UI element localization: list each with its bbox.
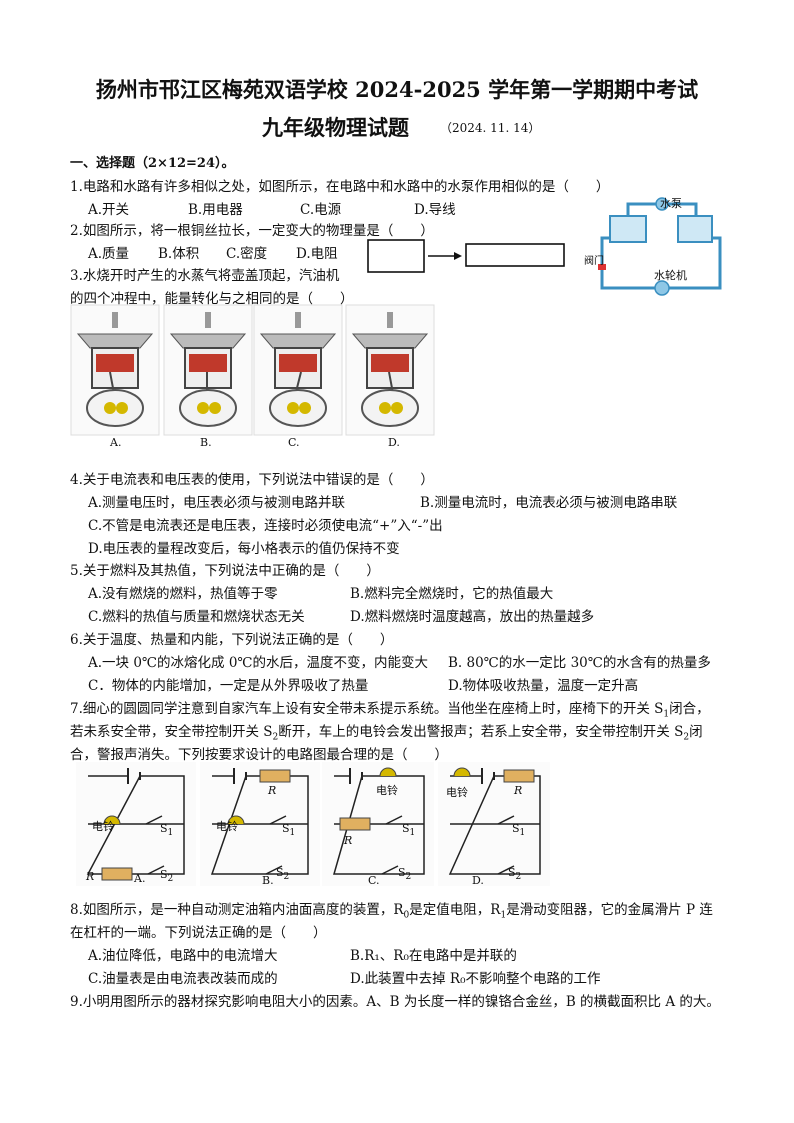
q5-option-b: B.燃料完全燃烧时，它的热值最大 <box>350 586 554 602</box>
circuit-d-r: R <box>514 784 523 797</box>
circuit-c-bell: 电铃 <box>376 784 398 797</box>
q8-option-c: C.油量表是由电流表改装而成的 <box>88 971 278 987</box>
q5-option-a: A.没有燃烧的燃料，热值等于零 <box>88 586 278 602</box>
circuit-c-r: R <box>344 834 353 847</box>
q5-stem: 5.关于燃料及其热值，下列说法中正确的是（ ） <box>70 563 380 579</box>
q8-option-d: D.此装置中去掉 R₀不影响整个电路的工作 <box>350 971 601 987</box>
circuit-b-r: R <box>268 784 277 797</box>
q8-option-a: A.油位降低，电路中的电流增大 <box>88 948 278 964</box>
q7-line2: 若未系安全带，安全带控制开关 S2断开，车上的电铃会发出警报声；若系上安全带，安… <box>70 724 703 743</box>
circuit-a-s2: S2 <box>160 868 174 885</box>
q4-option-a: A.测量电压时，电压表必须与被测电路并联 <box>88 495 346 511</box>
circuit-d-bell: 电铃 <box>446 786 468 799</box>
q6-option-a: A.一块 0℃的冰熔化成 0℃的水后，温度不变，内能变大 <box>88 655 429 671</box>
q9-stem: 9.小明用图所示的器材探究影响电阻大小的因素。A、B 为长度一样的镍铬合金丝，B… <box>70 994 720 1010</box>
turbine-label: 水轮机 <box>654 269 687 282</box>
q1-option-c: C.电源 <box>300 202 342 218</box>
circuit-c-s2: S2 <box>398 866 412 883</box>
q4-option-c: C.不管是电流表还是电压表，连接时必须使电流“+”入“-”出 <box>88 518 443 534</box>
q7-label-c: C. <box>368 874 380 887</box>
q6-option-b: B. 80℃的水一定比 30℃的水含有的热量多 <box>448 655 711 671</box>
q4-option-b: B.测量电流时，电流表必须与被测电路串联 <box>420 495 678 511</box>
q6-stem: 6.关于温度、热量和内能，下列说法正确的是（ ） <box>70 632 394 648</box>
q2-stem: 2.如图所示，将一根铜丝拉长，一定变大的物理量是（ ） <box>70 223 434 239</box>
q1-option-b: B.用电器 <box>188 202 243 218</box>
q7-label-a: A. <box>134 872 146 885</box>
circuit-c-s1: S1 <box>402 822 416 839</box>
exam-subtitle: 九年级物理试题 <box>262 115 409 140</box>
q5-option-c: C.燃料的热值与质量和燃烧状态无关 <box>88 609 305 625</box>
engine-stroke-c-figure <box>253 304 343 436</box>
q3-stem-line1: 3.水烧开时产生的水蒸气将壶盖顶起，汽油机 <box>70 268 340 284</box>
q7-label-d: D. <box>472 874 484 887</box>
circuit-a-bell: 电铃 <box>92 820 114 833</box>
exam-date: （2024. 11. 14） <box>440 121 541 135</box>
q1-stem: 1.电路和水路有许多相似之处，如图所示，在电路中和水路中的水泵作用相似的是（ ） <box>70 179 610 195</box>
q2-option-b: B.体积 <box>158 246 200 262</box>
circuit-d-s2: S2 <box>508 866 522 883</box>
copper-wire-figure <box>367 239 565 273</box>
q6-option-d: D.物体吸收热量，温度一定升高 <box>448 678 639 694</box>
q2-option-d: D.电阻 <box>296 246 338 262</box>
water-circuit-figure <box>598 197 722 296</box>
q8-line2: 在杠杆的一端。下列说法正确的是（ ） <box>70 925 327 941</box>
circuit-b-s2: S2 <box>276 866 290 883</box>
q2-option-c: C.密度 <box>226 246 268 262</box>
q4-stem: 4.关于电流表和电压表的使用，下列说法中错误的是（ ） <box>70 472 434 488</box>
engine-stroke-b-figure <box>163 304 253 436</box>
circuit-b-figure <box>200 762 320 886</box>
q8-line1: 8.如图所示，是一种自动测定油箱内油面高度的装置，R0是定值电阻，R1是滑动变阻… <box>70 902 713 921</box>
q7-line1: 7.细心的圆圆同学注意到自家汽车上设有安全带未系提示系统。当他坐在座椅上时，座椅… <box>70 701 710 720</box>
q8-option-b: B.R₁、R₀在电路中是并联的 <box>350 948 517 964</box>
circuit-d-s1: S1 <box>512 822 526 839</box>
circuit-c-figure <box>322 762 434 886</box>
q7-line3: 合，警报声消失。下列按要求设计的电路图最合理的是（ ） <box>70 747 448 763</box>
engine-stroke-d-figure <box>345 304 435 436</box>
q7-label-b: B. <box>262 874 274 887</box>
q3-label-d: D. <box>388 436 400 449</box>
q6-option-c: C．物体的内能增加，一定是从外界吸收了热量 <box>88 678 369 694</box>
q3-label-c: C. <box>288 436 300 449</box>
circuit-a-s1: S1 <box>160 822 174 839</box>
circuit-a-r: R <box>86 870 95 883</box>
circuit-b-bell: 电铃 <box>216 820 238 833</box>
section-heading: 一、选择题（2×12=24）。 <box>70 156 235 171</box>
q5-option-d: D.燃料燃烧时温度越高，放出的热量越多 <box>350 609 595 625</box>
pump-label: 水泵 <box>660 197 682 210</box>
q4-option-d: D.电压表的量程改变后，每小格表示的值仍保持不变 <box>88 541 400 557</box>
q3-label-b: B. <box>200 436 212 449</box>
valve-label: 阀门 <box>584 256 604 267</box>
q3-stem-line2: 的四个冲程中，能量转化与之相同的是（ ） <box>70 291 354 307</box>
q1-option-d: D.导线 <box>414 202 456 218</box>
q3-label-a: A. <box>110 436 122 449</box>
circuit-d-figure <box>438 762 550 886</box>
circuit-a-figure <box>76 762 196 886</box>
q1-option-a: A.开关 <box>88 202 130 218</box>
q2-option-a: A.质量 <box>88 246 130 262</box>
exam-title: 扬州市邗江区梅苑双语学校 2024-2025 学年第一学期期中考试 <box>95 77 699 102</box>
circuit-b-s1: S1 <box>282 822 296 839</box>
engine-stroke-a-figure <box>70 304 160 436</box>
